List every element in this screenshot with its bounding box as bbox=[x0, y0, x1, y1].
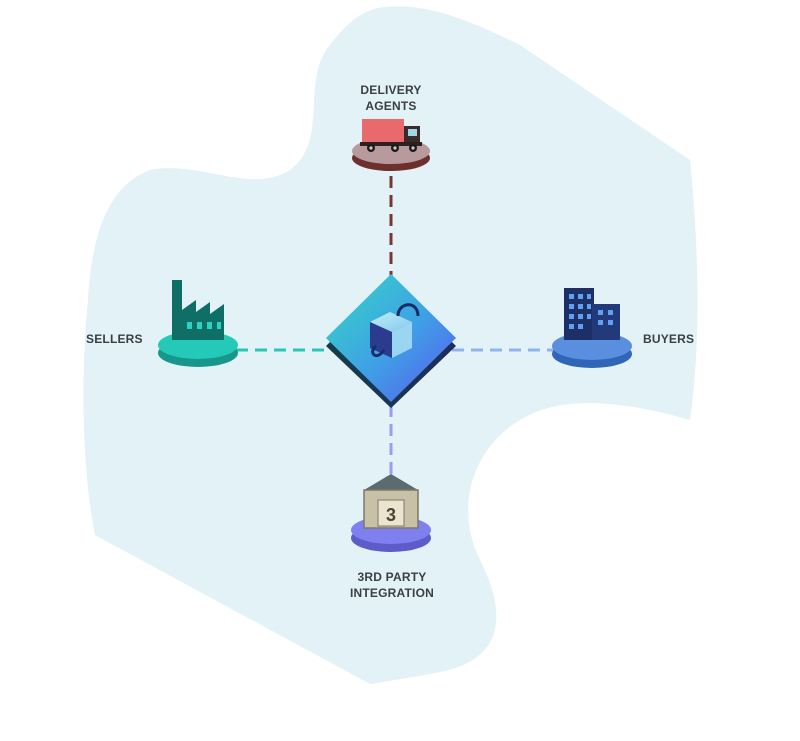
central-hub bbox=[326, 274, 456, 408]
warehouse-badge-number: 3 bbox=[386, 505, 396, 525]
delivery-label-line1: DELIVERY bbox=[360, 83, 422, 97]
buyers-node bbox=[552, 288, 632, 368]
office-building-icon bbox=[564, 288, 620, 340]
connected-cube-icon bbox=[370, 303, 420, 358]
factory-icon bbox=[172, 280, 224, 340]
delivery-agents-node bbox=[352, 119, 430, 171]
delivery-label-line2: AGENTS bbox=[365, 99, 417, 113]
warehouse-3pl-icon: 3 bbox=[363, 474, 419, 529]
third-party-label: 3RD PARTY INTEGRATION bbox=[320, 569, 464, 601]
third-party-node: 3 bbox=[351, 474, 431, 552]
third-party-label-line2: INTEGRATION bbox=[350, 586, 434, 600]
sellers-label: SELLERS bbox=[86, 332, 143, 346]
third-party-label-line1: 3RD PARTY bbox=[357, 570, 427, 584]
truck-icon bbox=[360, 119, 422, 152]
buyers-label: BUYERS bbox=[643, 332, 695, 346]
sellers-node bbox=[158, 280, 238, 367]
delivery-agents-label: DELIVERY AGENTS bbox=[330, 82, 452, 114]
